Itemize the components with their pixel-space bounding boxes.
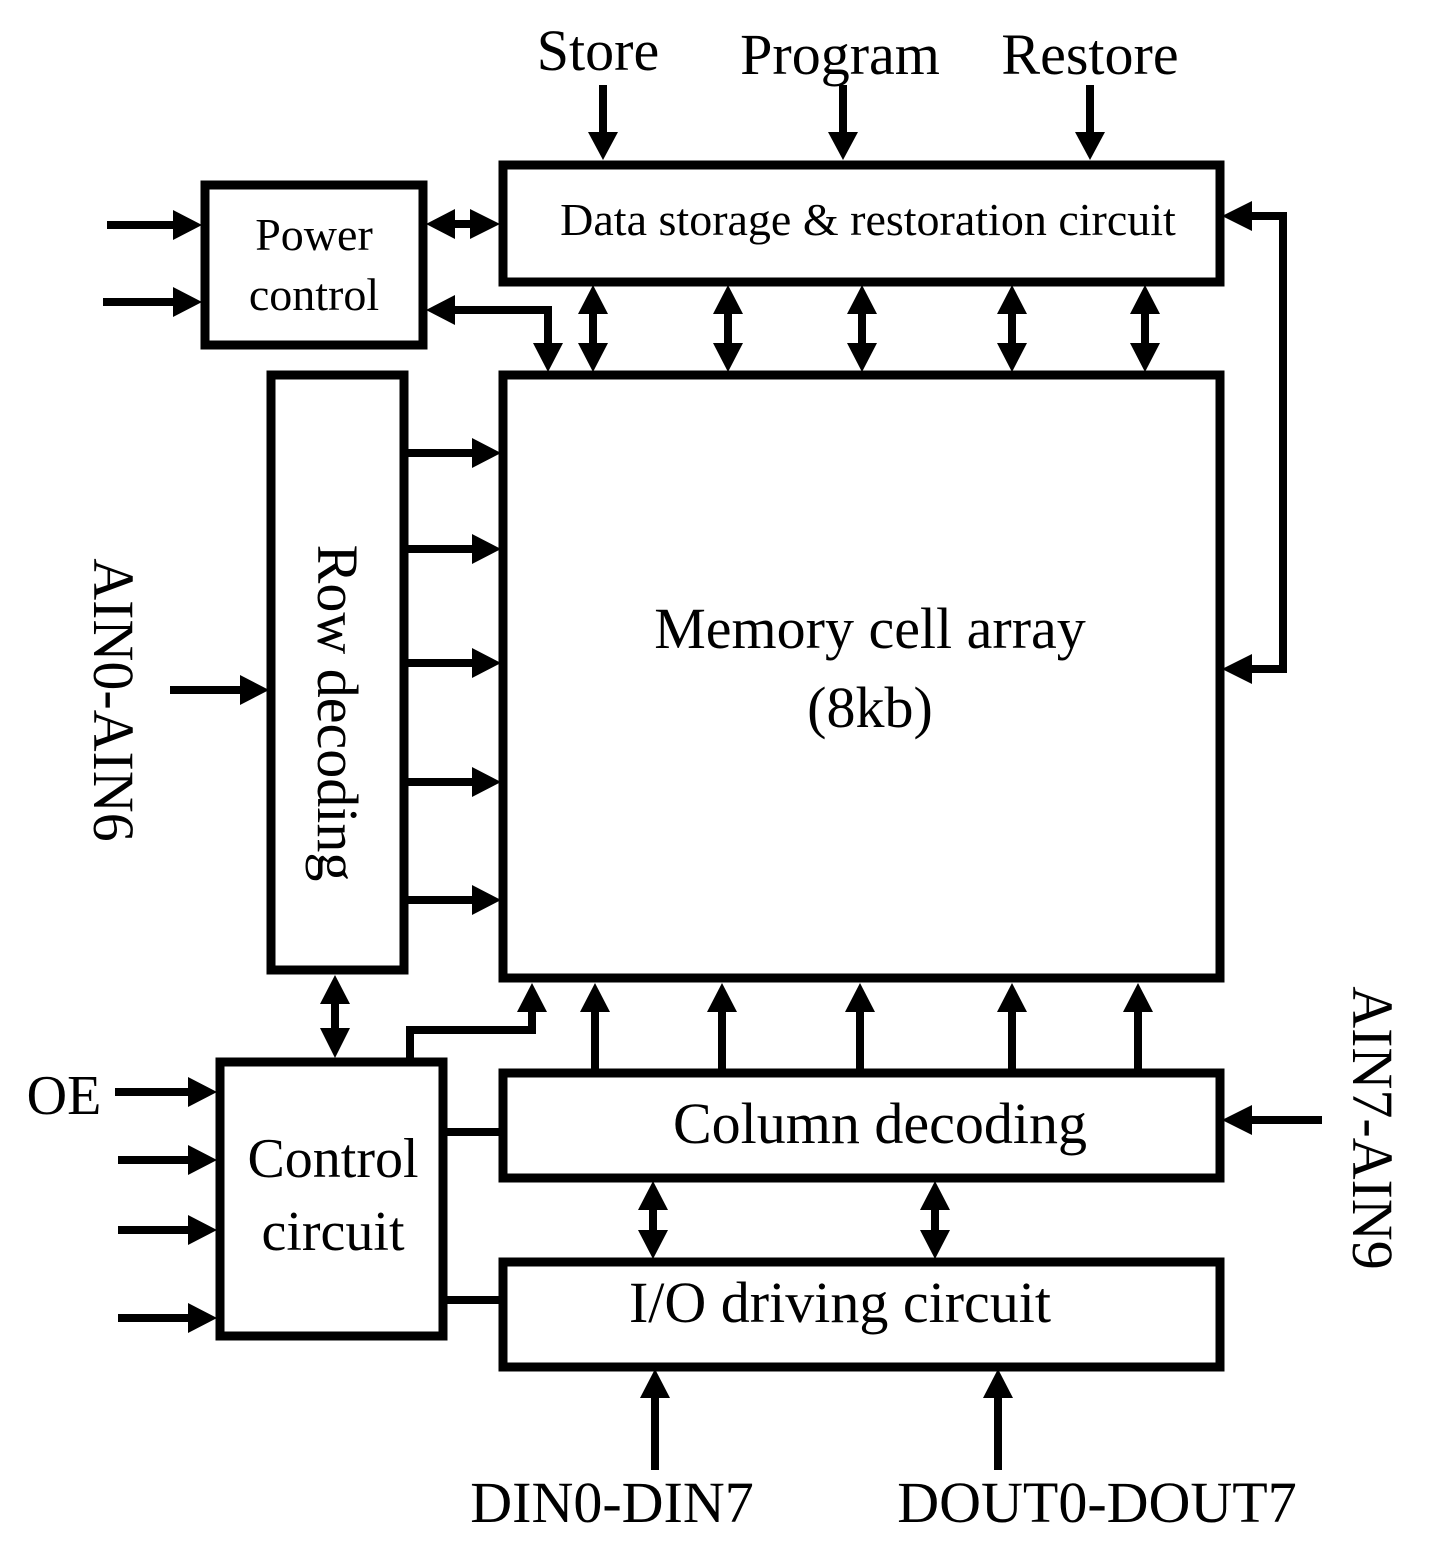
column-io-link-1 bbox=[638, 1181, 668, 1259]
store-label: Store bbox=[537, 18, 659, 83]
column-decoding-block: Column decoding bbox=[498, 1068, 1225, 1183]
column-io-bidirectional-arrows bbox=[638, 1181, 950, 1259]
column-line-3 bbox=[845, 983, 875, 1071]
power-control-label-line2: control bbox=[249, 269, 379, 320]
io-driving-block: I/O driving circuit bbox=[498, 1257, 1225, 1372]
column-to-array-arrows bbox=[580, 983, 1153, 1071]
memory-cell-array-block: Memory cell array (8kb) bbox=[498, 370, 1225, 983]
data-out-label: DOUT0-DOUT7 bbox=[897, 1470, 1297, 1535]
restore-signal: Restore bbox=[1001, 22, 1179, 160]
row-to-array-arrows bbox=[404, 438, 501, 915]
control-input-arrow-3 bbox=[118, 1215, 217, 1245]
restore-label: Restore bbox=[1001, 22, 1178, 87]
column-line-1 bbox=[580, 983, 610, 1071]
control-circuit-label-line2: circuit bbox=[261, 1201, 404, 1263]
power-data-storage-bidirectional-arrow bbox=[426, 209, 500, 239]
oe-signal: OE bbox=[27, 1065, 217, 1127]
row-address-signal: AIN0-AIN6 bbox=[81, 558, 269, 842]
column-address-label: AIN7-AIN9 bbox=[1340, 986, 1405, 1270]
data-in-signal: DIN0-DIN7 bbox=[470, 1369, 754, 1535]
program-label: Program bbox=[740, 22, 940, 87]
column-line-5 bbox=[1123, 983, 1153, 1071]
oe-label: OE bbox=[27, 1065, 102, 1127]
row-line-5 bbox=[404, 885, 501, 915]
power-control-block: Power control bbox=[200, 180, 428, 350]
data-array-link-4 bbox=[997, 285, 1027, 372]
column-line-2 bbox=[707, 983, 737, 1071]
control-circuit-block: Control circuit bbox=[215, 1057, 448, 1341]
row-line-3 bbox=[404, 648, 501, 678]
memory-cell-array-label-line1: Memory cell array bbox=[654, 596, 1086, 661]
data-storage-restoration-block: Data storage & restoration circuit bbox=[498, 160, 1225, 287]
control-to-array-arrow bbox=[406, 983, 547, 1062]
row-decoding-label: Row decoding bbox=[305, 545, 370, 882]
column-line-4 bbox=[997, 983, 1027, 1071]
data-array-link-1 bbox=[578, 285, 608, 372]
row-line-4 bbox=[404, 767, 501, 797]
power-input-arrow-1 bbox=[107, 210, 202, 240]
control-input-arrow-4 bbox=[118, 1303, 217, 1333]
data-array-bidirectional-arrows bbox=[578, 285, 1160, 372]
row-address-label: AIN0-AIN6 bbox=[81, 558, 146, 842]
control-input-arrow-2 bbox=[118, 1145, 217, 1175]
program-signal: Program bbox=[740, 22, 940, 160]
data-array-link-2 bbox=[713, 285, 743, 372]
power-input-arrow-2 bbox=[103, 287, 202, 317]
row-line-2 bbox=[404, 534, 501, 564]
power-control-label-line1: Power bbox=[255, 209, 373, 260]
row-control-bidirectional-arrow bbox=[320, 975, 350, 1058]
io-driving-label: I/O driving circuit bbox=[629, 1270, 1051, 1335]
data-array-link-3 bbox=[847, 285, 877, 372]
data-in-label: DIN0-DIN7 bbox=[470, 1470, 754, 1535]
data-out-signal: DOUT0-DOUT7 bbox=[897, 1369, 1297, 1535]
column-decoding-label: Column decoding bbox=[673, 1091, 1087, 1156]
column-address-signal: AIN7-AIN9 bbox=[1222, 986, 1405, 1270]
power-to-array-arrow bbox=[426, 295, 563, 372]
memory-cell-array-label-line2: (8kb) bbox=[807, 675, 933, 740]
column-io-link-2 bbox=[920, 1181, 950, 1259]
data-array-link-5 bbox=[1130, 285, 1160, 372]
row-decoding-block: Row decoding bbox=[266, 370, 409, 975]
row-line-1 bbox=[404, 438, 501, 468]
array-data-storage-loop bbox=[1222, 201, 1287, 684]
store-signal: Store bbox=[537, 18, 659, 160]
control-circuit-label-line1: Control bbox=[247, 1128, 418, 1190]
data-storage-restoration-label: Data storage & restoration circuit bbox=[560, 194, 1176, 245]
